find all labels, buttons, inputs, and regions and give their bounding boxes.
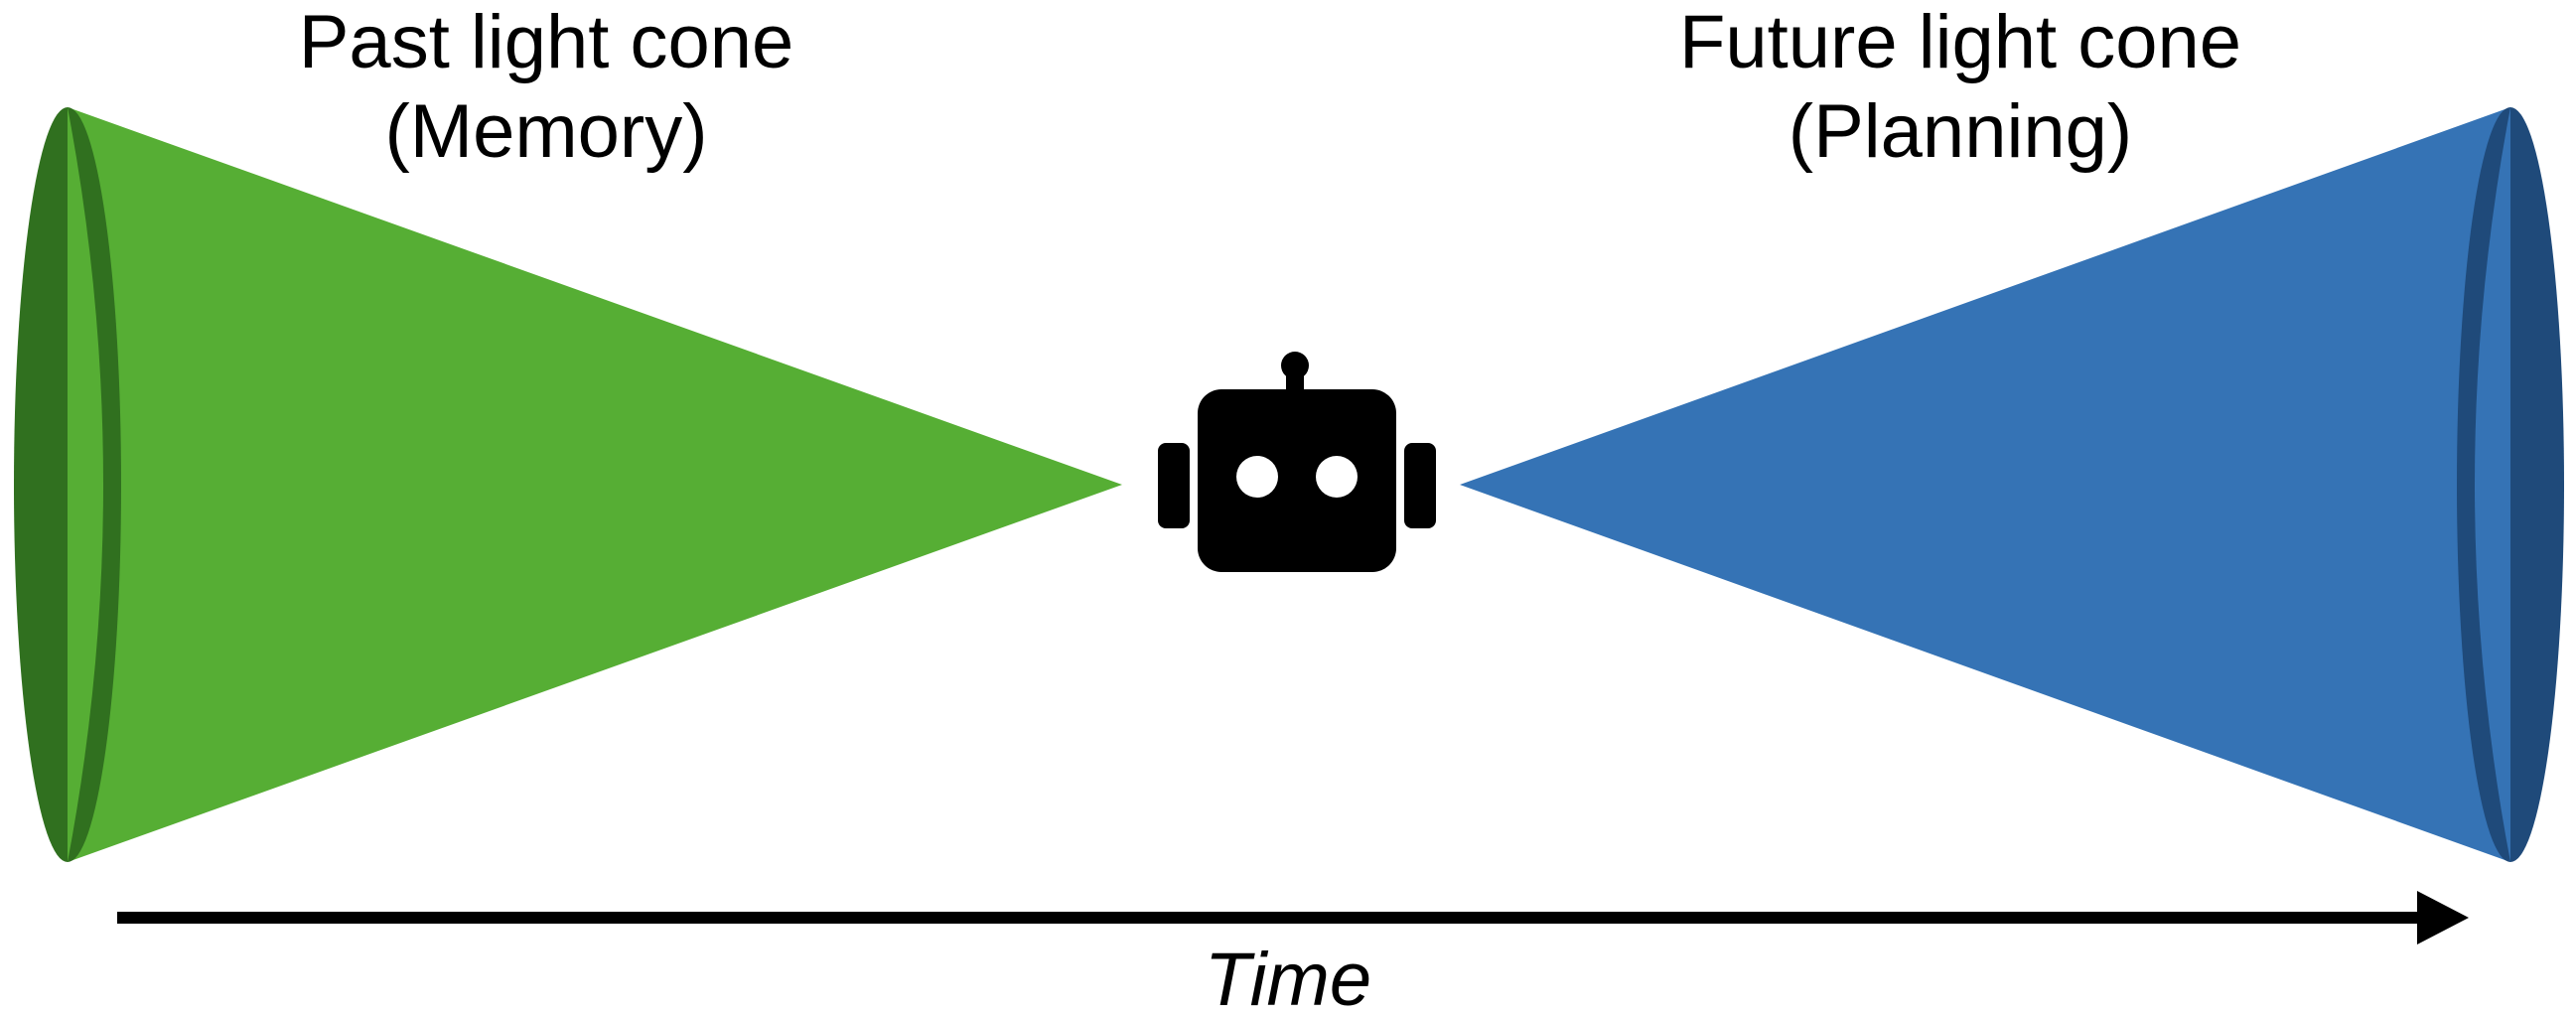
time-axis-line [117, 912, 2427, 924]
future-cone-body [1460, 107, 2510, 862]
time-axis-label: Time [1205, 938, 1371, 1017]
past-light-cone [14, 107, 1122, 862]
future-cone-subtitle: (Planning) [1789, 89, 2132, 174]
future-light-cone [1460, 107, 2564, 862]
future-cone-title: Future light cone [1679, 0, 2241, 84]
robot-icon [1158, 352, 1436, 572]
past-cone-subtitle: (Memory) [384, 89, 707, 174]
time-axis [117, 891, 2469, 944]
robot-left-eye [1236, 456, 1278, 498]
time-axis-arrowhead [2417, 891, 2469, 944]
past-cone-title: Past light cone [299, 0, 794, 84]
robot-right-eye [1316, 456, 1358, 498]
future-cone-base-edge [2475, 107, 2510, 862]
past-cone-base-edge [68, 107, 103, 862]
past-cone-body [68, 107, 1122, 862]
